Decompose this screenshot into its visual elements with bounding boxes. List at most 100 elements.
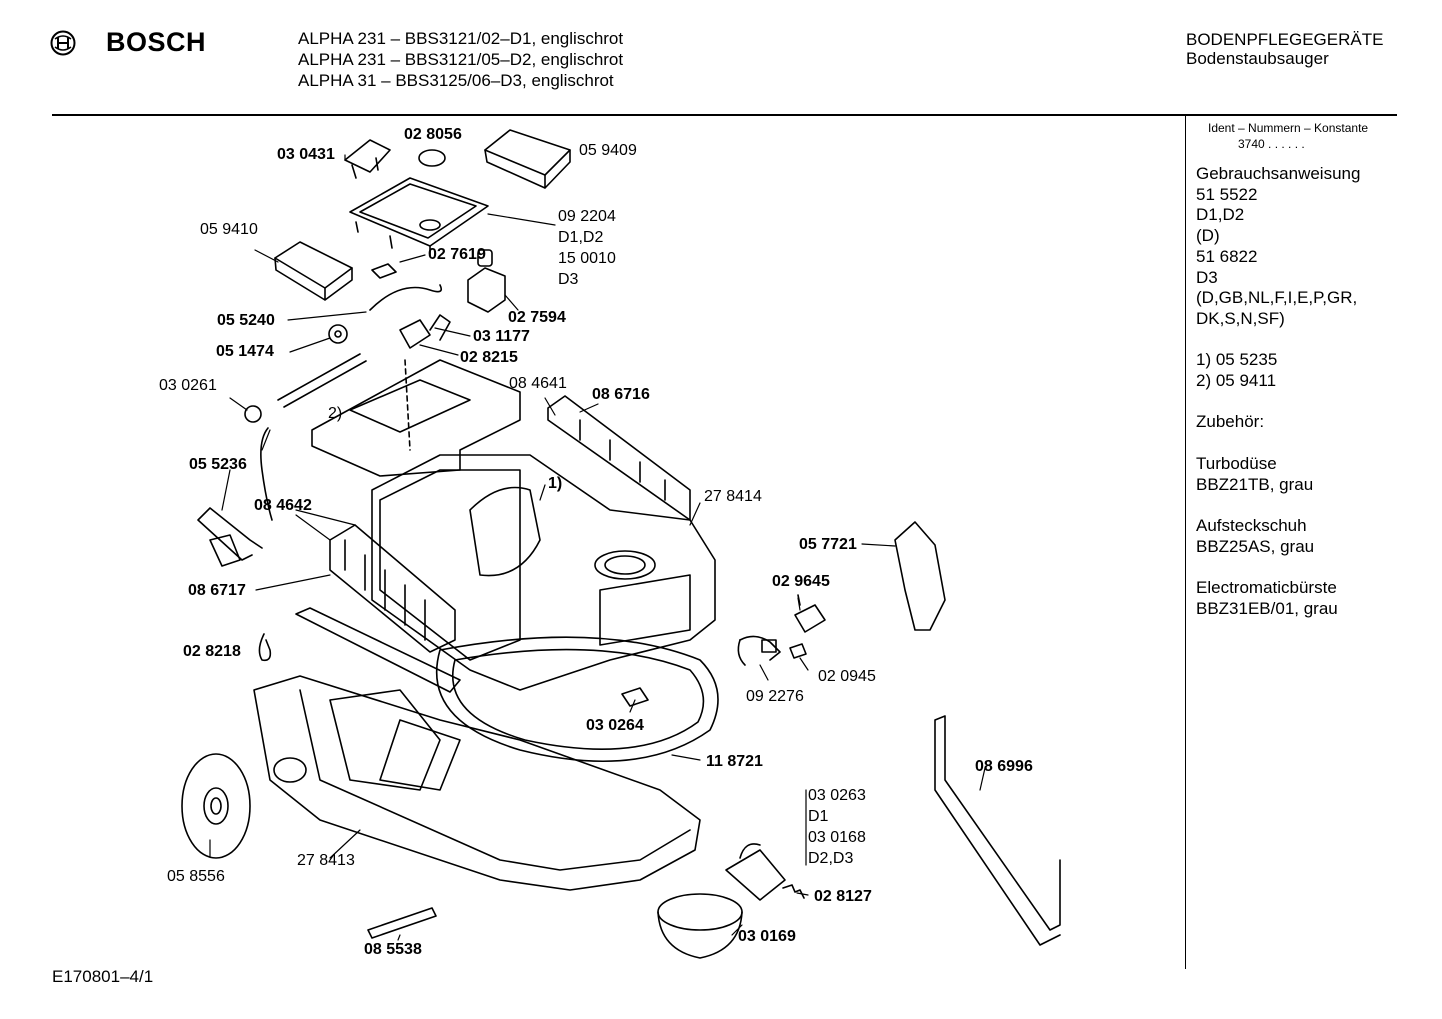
- cable-part-icon: [369, 284, 443, 311]
- brand-name: BOSCH: [106, 27, 207, 57]
- sidebar-line: D1,D2: [1196, 205, 1245, 225]
- part-label: 09 2204: [558, 208, 616, 225]
- brush-strip-icon: [367, 907, 437, 939]
- sidebar-line: Gebrauchsanweisung: [1196, 164, 1361, 183]
- part-label: 02 7619: [428, 246, 486, 263]
- part-label: 05 8556: [167, 868, 225, 885]
- part-label: 2): [328, 405, 343, 422]
- part-label: 05 5236: [189, 456, 247, 473]
- part-label: 27 8413: [297, 852, 355, 869]
- side-cover-icon: [274, 241, 353, 301]
- sidebar-line: [1196, 495, 1360, 516]
- sidebar-line: 51 5522: [1196, 184, 1258, 204]
- exploded-view-drawing: [181, 129, 1061, 959]
- brush-clamp-icon: [725, 843, 786, 901]
- category-block: BODENPFLEGEGERÄTE Bodenstaubsauger: [1186, 30, 1383, 68]
- sidebar-line: Electromaticbürste: [1196, 578, 1337, 598]
- sidebar-line: BBZ31EB/01, grau: [1196, 598, 1338, 618]
- part-label: 08 6717: [188, 582, 246, 599]
- sidebar-line: (D,GB,NL,F,I,E,P,GR,: [1196, 288, 1358, 308]
- small-flap-icon: [621, 687, 649, 707]
- ident-number: 3740 . . . . . .: [1238, 137, 1305, 151]
- part-label: 08 5538: [364, 941, 422, 958]
- filter-icon: [469, 486, 541, 577]
- part-label: 02 8056: [404, 126, 462, 143]
- sidebar-line: [1196, 557, 1360, 578]
- sidebar-line: Turbodüse: [1196, 453, 1277, 473]
- part-label: 05 1474: [216, 343, 274, 360]
- part-label: 05 5240: [217, 312, 275, 329]
- base-body-icon: [253, 675, 701, 891]
- bag-housing-icon: [371, 454, 716, 691]
- part-label: 03 0431: [277, 146, 335, 163]
- bowl-part-icon: [657, 893, 743, 959]
- header-divider: [52, 114, 1397, 116]
- part-label: 1): [548, 475, 563, 492]
- seal-ring-icon: [435, 636, 719, 762]
- nozzle-holder-icon: [894, 521, 946, 631]
- part-label: 02 8215: [460, 349, 518, 366]
- seal-strip-icon: [295, 607, 461, 693]
- part-label: 02 9645: [772, 573, 830, 590]
- spring-part-icon: [782, 884, 805, 899]
- spring-wire-icon: [260, 427, 273, 521]
- carry-handle-icon: [197, 507, 263, 561]
- part-label: 03 0263: [808, 787, 866, 804]
- fuse-part-icon: [789, 643, 807, 659]
- ident-title: Ident – Nummern – Konstante: [1208, 121, 1369, 135]
- part-label: D2,D3: [808, 850, 854, 867]
- switch-part-icon: [467, 249, 506, 313]
- bosch-logo-icon: [50, 30, 76, 56]
- sidebar-line: BBZ25AS, grau: [1196, 536, 1315, 556]
- part-label: 02 0945: [818, 668, 876, 685]
- part-label: 03 0264: [586, 717, 644, 734]
- sidebar-line: (D): [1196, 226, 1220, 246]
- part-label: 08 4642: [254, 497, 312, 514]
- clip-part-icon: [344, 139, 391, 179]
- part-label: 05 9410: [200, 221, 258, 238]
- part-label: 03 0261: [159, 377, 217, 394]
- part-label: 15 0010: [558, 250, 616, 267]
- part-label: 02 8218: [183, 643, 241, 660]
- sidebar-line: 51 6822: [1196, 246, 1258, 266]
- hose-pipe-icon: [277, 353, 367, 408]
- sidebar-line: DK,S,N,SF): [1196, 308, 1285, 328]
- sidebar-line: D3: [1196, 267, 1218, 287]
- sidebar-line: [1196, 392, 1360, 413]
- hook-clip-icon: [258, 633, 272, 662]
- upper-housing-icon: [311, 359, 521, 477]
- part-label: 05 9409: [579, 142, 637, 159]
- sidebar-line: 1) 05 5235: [1196, 350, 1278, 370]
- model-list: ALPHA 231 – BBS3121/02–D1, englischrot A…: [298, 28, 623, 91]
- model-line-1: ALPHA 231 – BBS3121/02–D1, englischrot: [298, 29, 624, 48]
- small-lever-icon: [209, 534, 241, 567]
- part-label: 08 6996: [975, 758, 1033, 775]
- part-label: D3: [558, 271, 579, 288]
- part-label: 03 1177: [473, 328, 530, 345]
- connector-block-icon: [794, 594, 826, 633]
- grille-right-icon: [547, 395, 691, 521]
- part-label: 02 8127: [814, 888, 872, 905]
- cover-part-icon: [484, 129, 571, 189]
- part-label: 03 0169: [738, 928, 796, 945]
- sidebar-line: BBZ21TB, grau: [1196, 474, 1314, 494]
- cord-bracket-icon: [934, 715, 1061, 946]
- sidebar-line: [1196, 433, 1360, 454]
- category-subtitle: Bodenstaubsauger: [1186, 49, 1329, 68]
- part-label: 11 8721: [706, 753, 763, 770]
- model-line-3: ALPHA 31 – BBS3125/06–D3, englischrot: [298, 71, 614, 90]
- sidebar-notes: Gebrauchsanweisung 51 5522 D1,D2 (D) 51 …: [1196, 164, 1360, 619]
- sidebar-line: Aufsteckschuh: [1196, 515, 1307, 535]
- part-label: 09 2276: [746, 688, 804, 705]
- sidebar-line: Zubehör:: [1196, 412, 1265, 432]
- top-plate-icon: [349, 177, 489, 257]
- cap-part-icon: [418, 149, 446, 167]
- part-label: 05 7721: [799, 536, 857, 553]
- part-label: 08 4641: [509, 375, 567, 392]
- wheel-icon: [181, 753, 251, 859]
- part-label: 03 0168: [808, 829, 866, 846]
- part-label: 08 6716: [592, 386, 650, 403]
- category-title: BODENPFLEGEGERÄTE: [1186, 30, 1384, 49]
- part-label: 27 8414: [704, 488, 762, 505]
- grommet-icon: [244, 405, 262, 423]
